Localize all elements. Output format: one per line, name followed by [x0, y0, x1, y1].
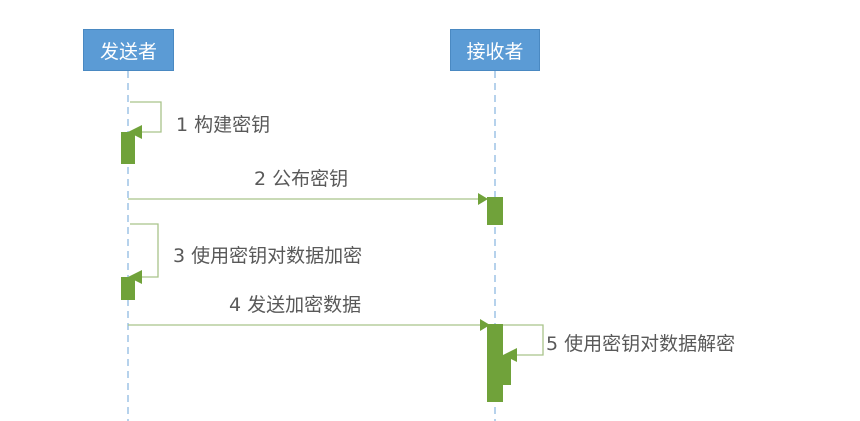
sync-message-2 — [128, 193, 503, 225]
self-message-5 — [500, 324, 544, 385]
message-5-label: 5 使用密钥对数据解密 — [546, 333, 736, 355]
sync-message-4 — [128, 319, 503, 402]
message-3-label: 3 使用密钥对数据加密 — [173, 245, 363, 267]
message-4-label: 4 发送加密数据 — [229, 294, 362, 316]
message-2-label: 2 公布密钥 — [254, 168, 349, 190]
actor-sender: 发送者 — [83, 29, 174, 71]
self-message-1 — [121, 101, 162, 164]
message-1-label: 1 构建密钥 — [176, 114, 271, 136]
actor-receiver: 接收者 — [450, 29, 540, 71]
self-message-3 — [121, 223, 159, 300]
